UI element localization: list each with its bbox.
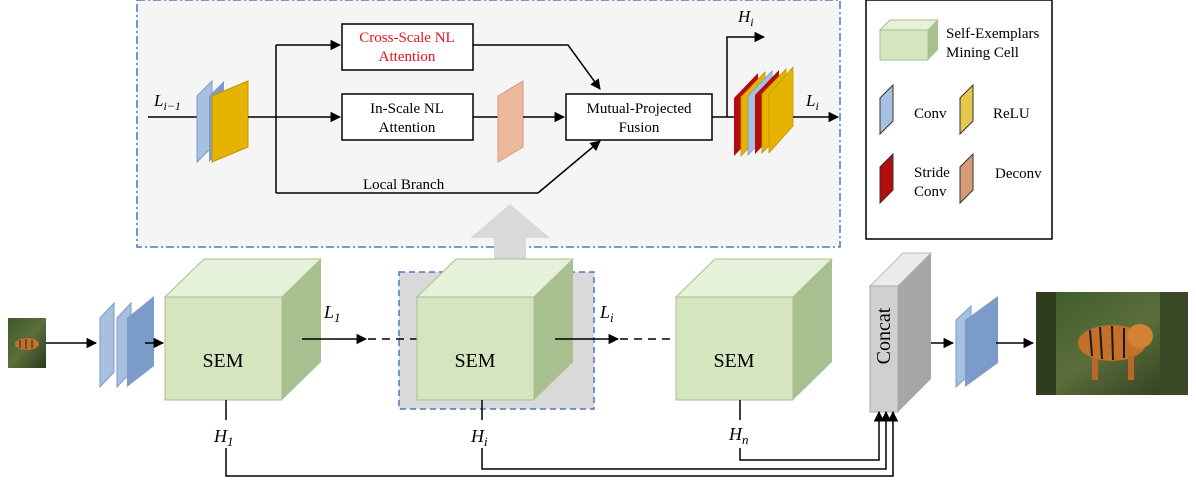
fusion-box <box>565 93 713 141</box>
local-branch-label: Local Branch <box>363 177 445 193</box>
h1-label: H1 <box>213 426 234 449</box>
svg-text:Deconv: Deconv <box>995 166 1042 182</box>
svg-text:Concat: Concat <box>873 307 895 364</box>
svg-text:Conv: Conv <box>914 106 947 122</box>
hn-label: Hn <box>728 424 749 447</box>
output-layer-stack <box>734 65 794 157</box>
legend-stride-conv-icon <box>879 152 894 205</box>
li-label: Li <box>599 302 614 325</box>
output-conv-layer <box>955 296 998 389</box>
concat-block: Concat <box>868 252 933 413</box>
legend-relu-icon <box>959 83 974 136</box>
output-h-label: Hi <box>737 7 754 29</box>
top-module: Li−1 Local Branch Cross-Scale NL Attenti… <box>136 0 841 248</box>
svg-text:Fusion: Fusion <box>619 120 660 136</box>
output-l-label: Li <box>805 91 819 113</box>
svg-text:Conv: Conv <box>914 184 947 200</box>
svg-text:Mining Cell: Mining Cell <box>946 45 1019 61</box>
input-image <box>8 318 46 368</box>
zoom-up-arrow <box>470 204 550 272</box>
deconv-block <box>497 80 524 163</box>
in-scale-box <box>341 93 474 141</box>
cross-scale-box <box>341 23 474 71</box>
l1-label: L1 <box>323 302 341 325</box>
svg-text:Attention: Attention <box>379 120 436 136</box>
svg-text:Attention: Attention <box>379 49 436 65</box>
input-conv-layers <box>99 296 154 389</box>
svg-text:In-Scale NL: In-Scale NL <box>370 101 444 117</box>
svg-text:Self-Exemplars: Self-Exemplars <box>946 26 1039 42</box>
input-conv-relu-block <box>196 79 249 164</box>
svg-text:ReLU: ReLU <box>993 106 1030 122</box>
legend-conv-icon <box>879 83 894 136</box>
output-image <box>1036 292 1188 395</box>
module-background <box>136 0 841 248</box>
sem-cube-3: SEM <box>674 258 834 401</box>
hi-label: Hi <box>470 426 488 449</box>
legend-deconv-icon <box>959 152 974 205</box>
legend: Self-Exemplars Mining Cell Conv ReLU Str… <box>865 0 1053 240</box>
local-branch-arrow <box>537 140 601 194</box>
svg-text:Cross-Scale NL: Cross-Scale NL <box>359 30 454 46</box>
svg-text:Stride: Stride <box>914 165 950 181</box>
input-label: Li−1 <box>153 91 181 113</box>
sem-cube-2: SEM <box>415 258 575 401</box>
svg-text:SEM: SEM <box>202 350 243 372</box>
sem-cube-1: SEM <box>163 258 323 401</box>
svg-text:SEM: SEM <box>713 350 754 372</box>
pipeline: SEM L1 SEM Li SEM Concat <box>8 204 1188 477</box>
svg-text:SEM: SEM <box>454 350 495 372</box>
legend-sem-icon <box>878 19 940 61</box>
svg-text:Mutual-Projected: Mutual-Projected <box>587 101 692 117</box>
